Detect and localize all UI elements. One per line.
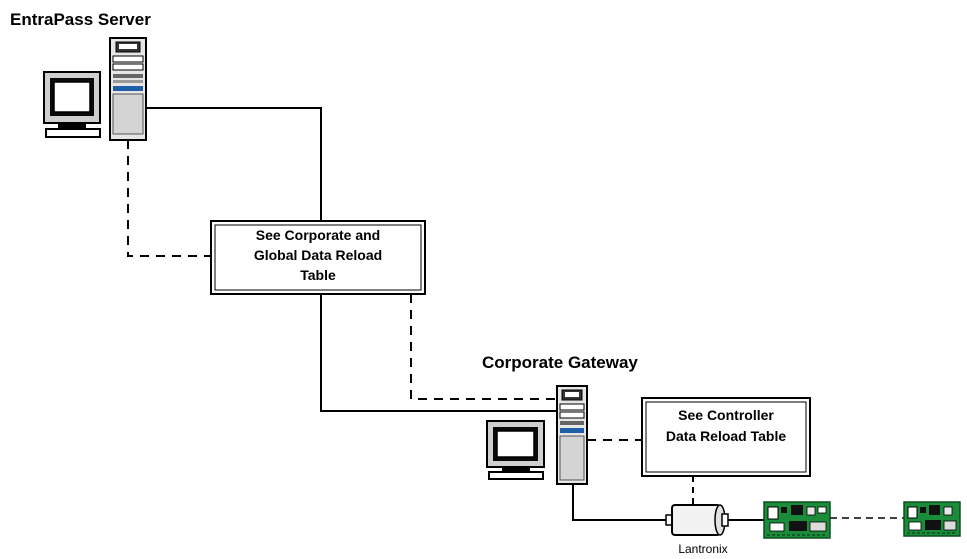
gateway-title: Corporate Gateway (482, 353, 638, 372)
controller-board-icon (763, 501, 831, 539)
corporate-table-note: See Corporate and Global Data Reload Tab… (210, 220, 426, 295)
corporate-table-line-3: Table (300, 267, 336, 283)
server-tower-icon (109, 37, 147, 141)
controller-table-line-1: See Controller (678, 407, 774, 423)
server-monitor-icon (43, 71, 101, 138)
controller-table-line-2: Data Reload Table (666, 428, 787, 444)
gateway-monitor-icon (486, 420, 545, 480)
server-table-dashed-link (127, 140, 211, 257)
corporate-table-line-1: See Corporate and (256, 227, 380, 243)
table-gateway-dashed-link (410, 294, 557, 400)
lantronix-device-icon (665, 504, 729, 536)
server-title: EntraPass Server (10, 10, 151, 29)
corporate-table-line-2: Global Data Reload (254, 247, 382, 263)
controller-table-note: See Controller Data Reload Table (641, 397, 811, 477)
gateway-lantronix-link (572, 484, 670, 521)
controller-board-icon (903, 501, 961, 537)
lantronix-label: Lantronix (678, 542, 727, 556)
gateway-tower-icon (556, 385, 588, 485)
